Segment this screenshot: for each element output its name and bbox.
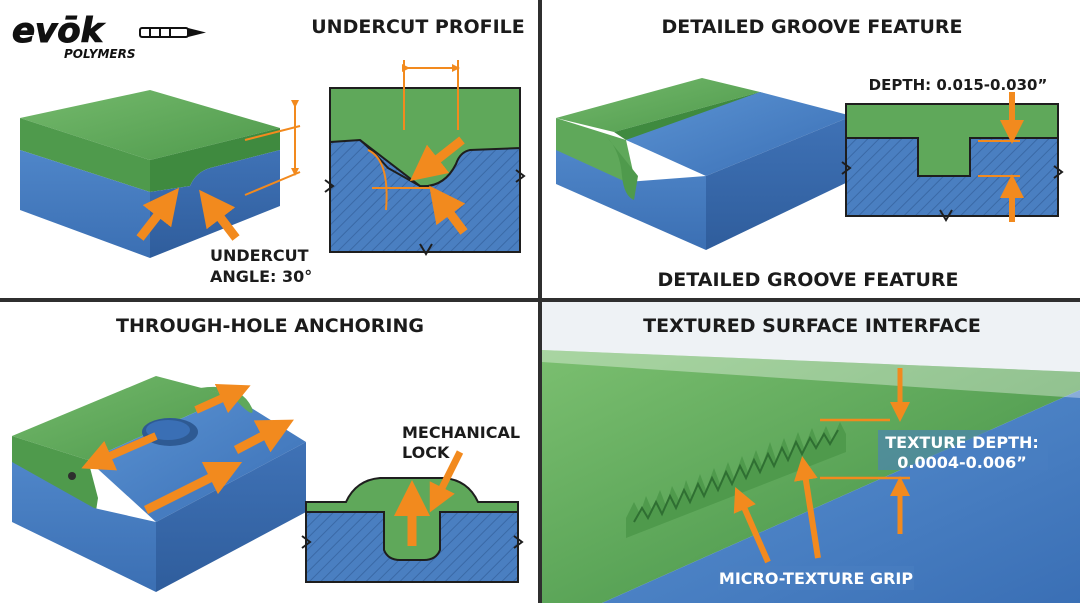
arrow-icon (409, 136, 465, 182)
callout-line-1: UNDERCUT (210, 246, 309, 265)
panel-undercut-profile: evōk POLYMERS UNDERCUT PROFILE (0, 0, 538, 298)
groove-illustration: DETAILED GROOVE FEATURE DEP (556, 16, 1064, 291)
logo-word: evōk (12, 11, 106, 51)
groove-cross-section (841, 103, 1064, 222)
groove-block-3d (556, 78, 852, 250)
undercut-cross-section (324, 87, 526, 256)
panel-textured-surface: TEXTURED SURFACE INTERFACE TEXTURE DEPTH… (542, 302, 1080, 603)
arrow-icon (429, 450, 464, 513)
arrow-icon (733, 487, 771, 564)
texture-depth-line-2: 0.0004-0.006” (897, 453, 1027, 472)
callout-line-1: MECHANICAL (402, 423, 520, 442)
through-hole-illustration: THROUGH-HOLE ANCHORING (12, 315, 524, 592)
panel-title: THROUGH-HOLE ANCHORING (116, 315, 424, 337)
undercut-illustration: evōk POLYMERS UNDERCUT PROFILE (8, 10, 526, 286)
arrow-icon (793, 456, 821, 559)
arrow-icon (143, 461, 243, 515)
texture-depth-line-1: TEXTURE DEPTH: (885, 433, 1039, 452)
arrow-icon (429, 185, 468, 235)
callout-line-2: LOCK (402, 443, 450, 462)
callout-line-2: ANGLE: 30° (210, 267, 312, 286)
depth-label: DEPTH: 0.015-0.030” (869, 76, 1048, 94)
through-hole-block-3d (12, 376, 306, 592)
arrow-icon (199, 189, 240, 241)
evok-logo: evōk POLYMERS (8, 10, 208, 61)
panel-title: DETAILED GROOVE FEATURE (662, 16, 963, 38)
arrow-icon (194, 383, 251, 414)
panel-groove-feature: DETAILED GROOVE FEATURE DEP (542, 0, 1080, 298)
panel-through-hole: THROUGH-HOLE ANCHORING (0, 302, 538, 603)
logo-bullet-icon (139, 27, 206, 38)
arrow-icon (136, 187, 180, 241)
logo-subtitle: POLYMERS (64, 47, 135, 61)
arrow-icon (233, 419, 294, 454)
arrow-icon (81, 432, 158, 471)
undercut-block-3d (20, 90, 280, 258)
panel-caption: DETAILED GROOVE FEATURE (658, 269, 959, 291)
texture-illustration: TEXTURED SURFACE INTERFACE TEXTURE DEPTH… (542, 302, 1080, 603)
panel-title: UNDERCUT PROFILE (311, 16, 525, 38)
micro-texture-spikes (626, 422, 846, 538)
grip-label: MICRO-TEXTURE GRIP (719, 569, 913, 588)
panel-title: TEXTURED SURFACE INTERFACE (643, 315, 981, 337)
